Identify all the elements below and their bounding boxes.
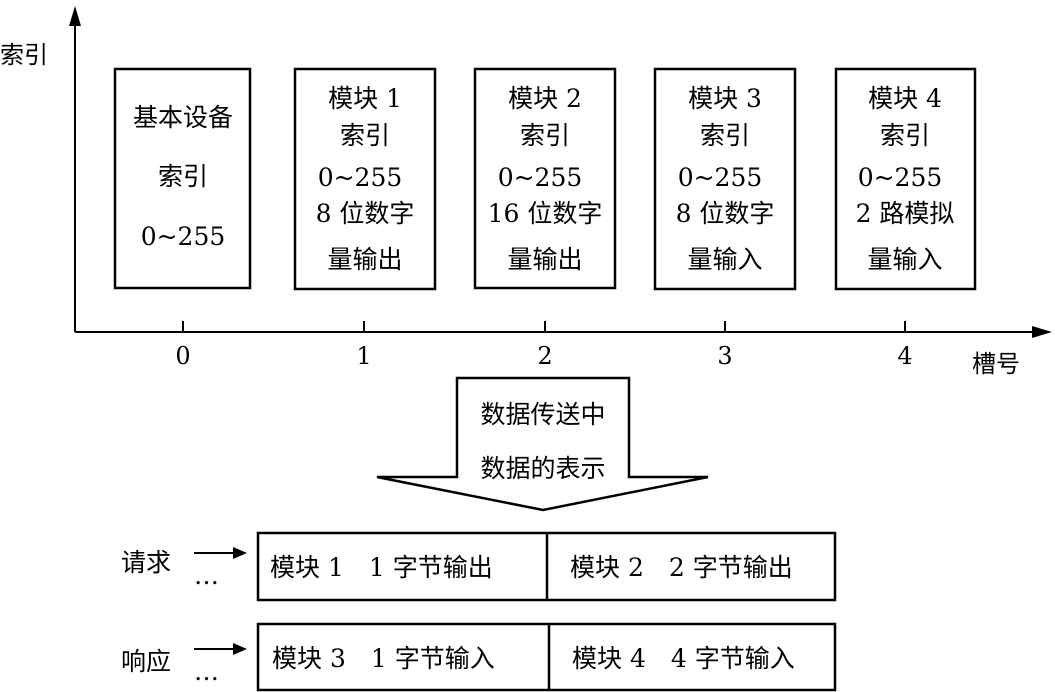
- x-axis-label: 槽号: [972, 350, 1020, 378]
- slot-text-line: 8 位数字: [676, 199, 775, 228]
- slot-text-line: 模块 2: [508, 84, 582, 113]
- response-label: 响应: [121, 647, 171, 676]
- y-axis-label: 索引: [0, 41, 48, 69]
- slot-text-line: 8 位数字: [316, 199, 415, 228]
- response-frame: 响应 … 模块 3 1 字节输入 模块 4 4 字节输入: [121, 622, 837, 692]
- axes: 索引 槽号 0 1 2 3 4: [0, 6, 1052, 378]
- slot-text-line: 索引: [340, 121, 390, 150]
- slot-text-line: 量输出: [327, 245, 402, 274]
- slot-text-line: 基本设备: [133, 103, 233, 132]
- transfer-arrow: 数据传送中 数据的表示: [376, 376, 709, 512]
- slot-text-line: 0~255: [678, 163, 763, 192]
- slot-text-line: 索引: [520, 121, 570, 150]
- slot-box-module-1: 模块 1 索引 0~255 8 位数字 量输出: [293, 67, 437, 291]
- slot-text-line: 索引: [880, 121, 930, 150]
- tick-label: 0: [175, 342, 190, 370]
- tick-label: 4: [897, 342, 912, 370]
- tick-label: 3: [717, 342, 732, 370]
- response-ellipsis: …: [194, 657, 219, 686]
- slot-text-line: 16 位数字: [488, 199, 603, 228]
- slot-box-module-2: 模块 2 索引 0~255 16 位数字 量输出: [473, 67, 617, 290]
- slot-box-basic-device: 基本设备 索引 0~255: [113, 67, 252, 290]
- slot-box-module-4: 模块 4 索引 0~255 2 路模拟 量输入: [834, 67, 977, 291]
- slot-box-module-3: 模块 3 索引 0~255 8 位数字 量输入: [653, 67, 797, 291]
- slot-text-line: 2 路模拟: [856, 199, 955, 228]
- request-cell: 模块 1 1 字节输出: [270, 553, 493, 582]
- slot-text-line: 模块 3: [688, 84, 762, 113]
- slot-text-line: 0~255: [858, 163, 943, 192]
- request-pointer-arrowhead: [233, 547, 247, 559]
- slot-text-line: 0~255: [498, 163, 583, 192]
- tick-label: 1: [356, 342, 371, 370]
- transfer-arrow-shape: [376, 376, 709, 512]
- slot-text-line: 量输入: [687, 245, 762, 274]
- tick-label: 2: [537, 342, 552, 370]
- slot-text-line: 0~255: [141, 222, 226, 251]
- x-axis-arrowhead: [1032, 326, 1052, 338]
- slot-text-line: 模块 4: [868, 84, 942, 113]
- slot-text-line: 索引: [700, 121, 750, 150]
- response-cell: 模块 3 1 字节输入: [272, 644, 495, 673]
- transfer-arrow-text: 数据的表示: [480, 454, 605, 483]
- request-frame: 请求 … 模块 1 1 字节输出 模块 2 2 字节输出: [121, 531, 837, 602]
- slot-text-line: 0~255: [318, 163, 403, 192]
- request-ellipsis: …: [194, 561, 219, 590]
- response-cell: 模块 4 4 字节输入: [572, 644, 795, 673]
- slot-text-line: 量输出: [507, 245, 582, 274]
- slot-text-line: 索引: [158, 162, 208, 191]
- slot-text-line: 模块 1: [328, 84, 402, 113]
- response-pointer-arrowhead: [233, 643, 247, 655]
- response-frame-box: [256, 622, 837, 692]
- slot-text-line: 量输入: [867, 245, 942, 274]
- request-cell: 模块 2 2 字节输出: [570, 553, 793, 582]
- request-label: 请求: [121, 548, 171, 577]
- y-axis-arrowhead: [69, 6, 81, 26]
- transfer-arrow-text: 数据传送中: [480, 400, 605, 429]
